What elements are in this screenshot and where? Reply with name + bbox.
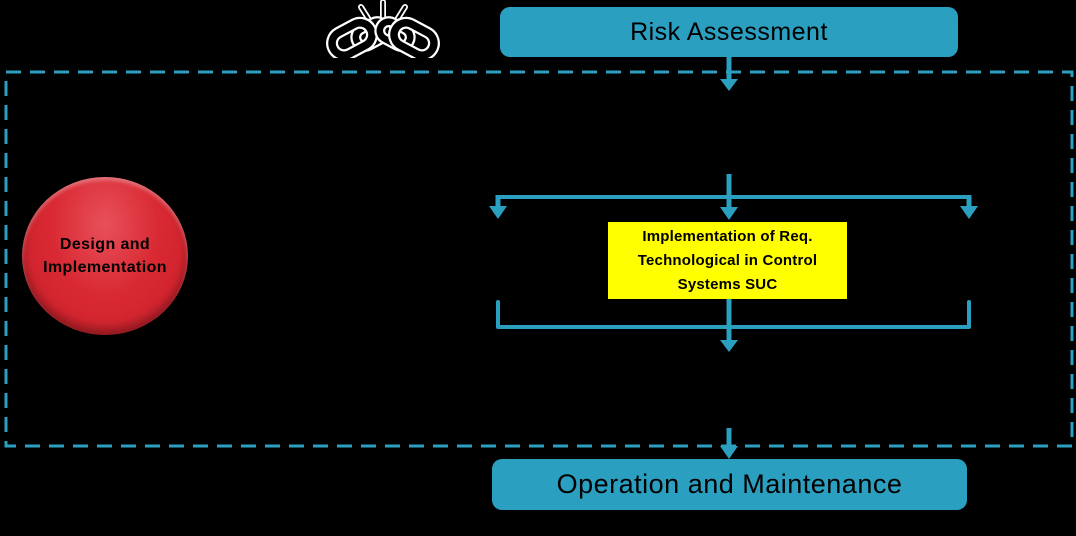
impl-box-line3: Systems SUC — [677, 275, 778, 293]
impl-box-line2: Technological in Control — [637, 251, 818, 269]
design-circle-line1: Design and — [59, 236, 151, 253]
arrow-to-operation — [720, 428, 738, 459]
branch-merge — [496, 299, 971, 352]
risk-assessment-label: Risk Assessment — [630, 17, 828, 46]
impl-box-line1: Implementation of Req. — [642, 227, 813, 245]
broken-link-icon — [326, 0, 440, 58]
operation-maintenance-node: Operation and Maintenance — [492, 459, 967, 510]
branch-three-way — [489, 174, 978, 220]
implementation-req-node: Implementation of Req. Technological in … — [608, 222, 847, 299]
risk-assessment-node: Risk Assessment — [500, 7, 958, 57]
design-circle-line2: Implementation — [43, 259, 167, 276]
operation-maintenance-label: Operation and Maintenance — [556, 469, 903, 499]
design-implementation-circle: Design and Implementation — [22, 177, 188, 335]
arrow-risk-down — [720, 56, 738, 91]
dashed-boundary — [4, 70, 1074, 448]
